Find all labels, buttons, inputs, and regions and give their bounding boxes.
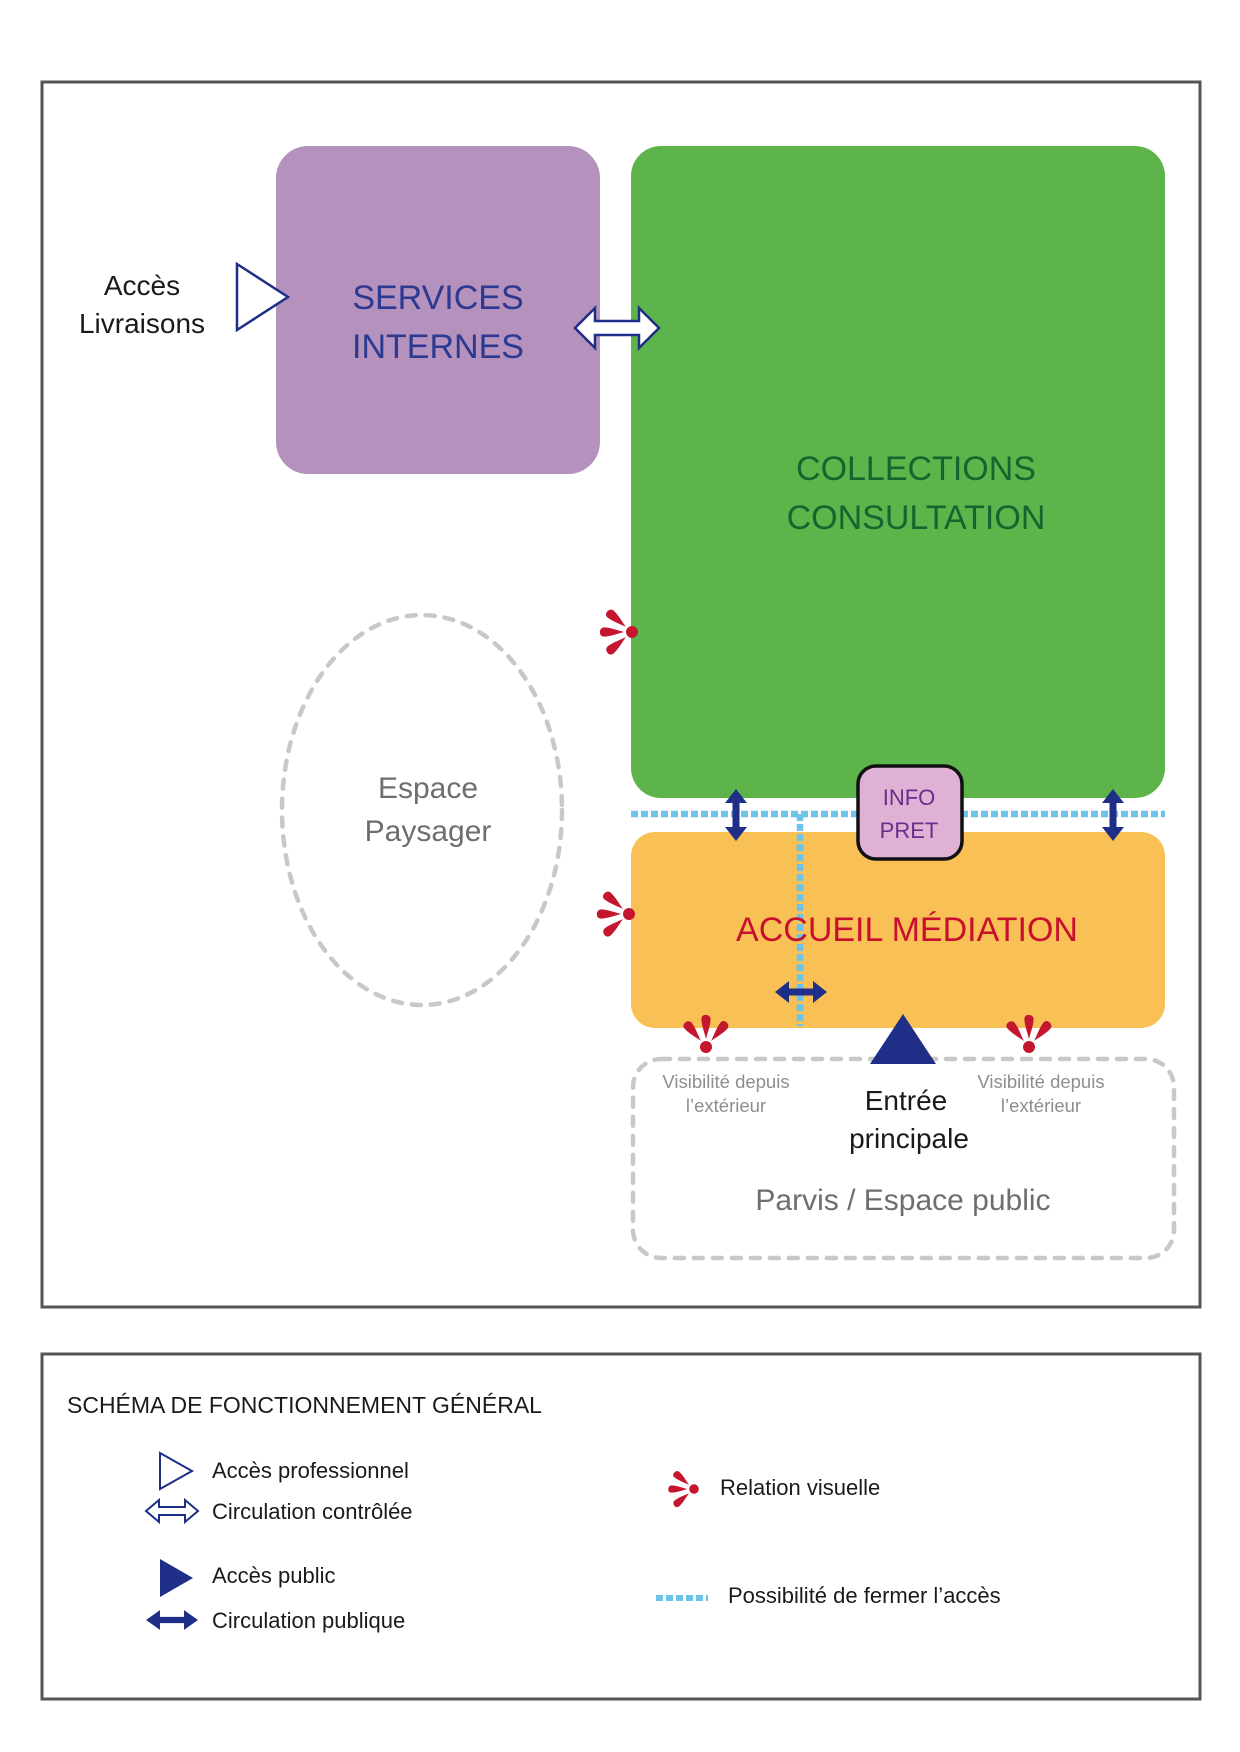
diagram-frame	[40, 80, 1202, 1309]
legend-label-circulation-controlee: Circulation contrôlée	[212, 1499, 413, 1524]
info-pret-label: PRET	[880, 818, 939, 843]
entree-principale-label: Entrée	[865, 1085, 948, 1116]
legend-label-acces-professionnel: Accès professionnel	[212, 1458, 409, 1483]
services-internes-label: SERVICES	[352, 279, 523, 317]
services-internes-zone	[276, 146, 600, 474]
accueil-mediation-label: ACCUEIL MÉDIATION	[736, 911, 1078, 949]
parvis-label: Parvis / Espace public	[755, 1184, 1050, 1217]
acces-livraisons-label: Accès	[104, 270, 180, 301]
parvis-zone	[630, 1056, 1177, 1261]
legend-label-fermeture-acces: Possibilité de fermer l’accès	[728, 1583, 1001, 1608]
open-triangle-icon	[235, 261, 291, 333]
collections-consultation-label: COLLECTIONS	[796, 450, 1036, 488]
visibilite-label: Visibilité depuis	[662, 1071, 789, 1092]
filled-double-arrow-icon	[146, 1610, 198, 1630]
open-triangle-icon	[159, 1451, 195, 1491]
open-double-arrow-icon	[144, 1497, 200, 1525]
espace-paysager-zone	[279, 612, 565, 1008]
legend-label-relation-visuelle: Relation visuelle	[720, 1475, 880, 1500]
open-double-arrow-icon	[573, 304, 661, 352]
visual-relation-icon	[596, 889, 635, 939]
services-internes-label: INTERNES	[352, 328, 524, 366]
legend-label-circulation-publique: Circulation publique	[212, 1608, 405, 1633]
info-pret-label: INFO	[883, 785, 936, 810]
accueil-mediation-zone	[631, 832, 1165, 1028]
legend-title: SCHÉMA DE FONCTIONNEMENT GÉNÉRAL	[67, 1392, 542, 1418]
visibilite-label: Visibilité depuis	[977, 1071, 1104, 1092]
filled-triangle-icon	[870, 1014, 936, 1064]
acces-livraisons-label: Livraisons	[79, 308, 205, 339]
espace-paysager-label: Paysager	[365, 815, 492, 848]
entree-principale-label: principale	[849, 1123, 969, 1154]
collections-consultation-label: CONSULTATION	[787, 499, 1046, 537]
legend-frame	[40, 1352, 1202, 1701]
info-pret-desk	[856, 764, 964, 861]
visibilite-label: l’extérieur	[1001, 1095, 1081, 1116]
visual-relation-icon	[668, 1469, 699, 1509]
filled-triangle-icon	[160, 1559, 193, 1597]
espace-paysager-label: Espace	[378, 772, 478, 805]
legend-label-acces-public: Accès public	[212, 1563, 336, 1588]
visibilite-label: l’extérieur	[686, 1095, 766, 1116]
collections-consultation-zone	[631, 146, 1165, 798]
